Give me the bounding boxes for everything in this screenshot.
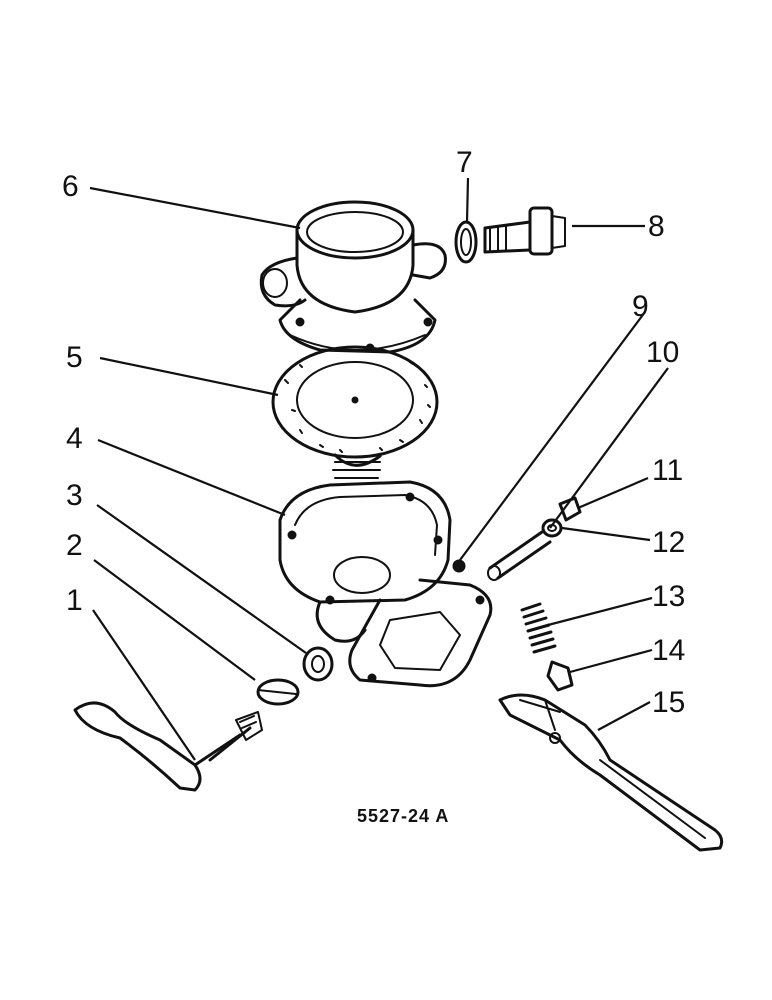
part-7-gasket	[454, 220, 478, 264]
callout-15: 15	[652, 686, 685, 719]
part-4-lower-body	[278, 480, 493, 688]
callout-1: 1	[66, 584, 83, 617]
part-13-spring	[520, 602, 557, 654]
callout-labels: 6 7 8 5 4 3 2 1 9 10 11 12 13 14 15	[62, 146, 685, 719]
part-10-rod	[487, 530, 552, 581]
part-9-ball	[452, 559, 466, 573]
part-12-washer	[541, 518, 563, 538]
callout-14: 14	[652, 634, 685, 667]
callout-11: 11	[652, 454, 683, 487]
part-6-top-cover	[259, 200, 447, 354]
callout-3: 3	[66, 479, 83, 512]
callout-2: 2	[66, 529, 83, 562]
callout-4: 4	[66, 422, 83, 455]
callout-9: 9	[632, 290, 649, 323]
leader-lines	[89, 177, 669, 761]
part-2-clip	[256, 678, 300, 706]
part-1-priming-lever	[73, 701, 263, 792]
callout-6: 6	[62, 170, 79, 203]
part-3-bushing	[302, 646, 334, 682]
part-5-diaphragm	[271, 345, 439, 479]
diagram-reference-code: 5527-24 A	[357, 806, 449, 826]
callout-5: 5	[66, 341, 83, 374]
callout-13: 13	[652, 580, 685, 613]
part-14-plunger	[546, 660, 574, 692]
part-8-fitting	[483, 206, 566, 256]
callout-7: 7	[456, 146, 473, 179]
callout-8: 8	[648, 210, 665, 243]
callout-12: 12	[652, 526, 685, 559]
callout-10: 10	[646, 336, 679, 369]
part-15-rocker-arm	[498, 693, 724, 852]
